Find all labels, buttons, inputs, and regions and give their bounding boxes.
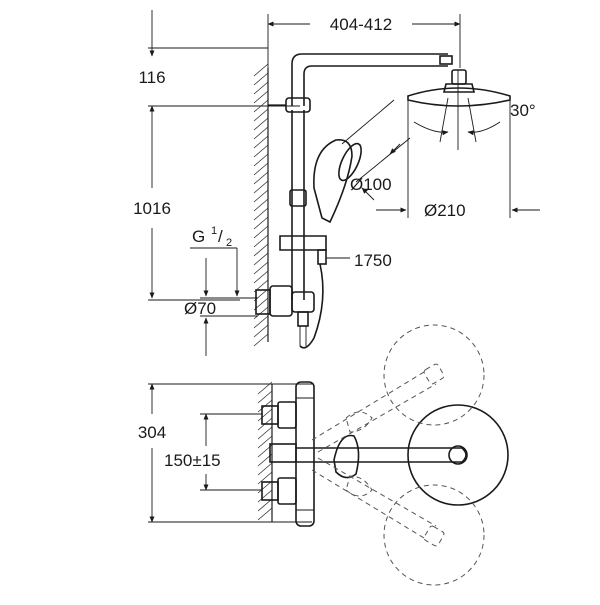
depth-dimension: 304 [138,383,312,523]
thermostat-mixer-plan [261,381,315,527]
wall-hatch-line [253,225,269,239]
wall-hatch-line [253,198,269,212]
head-shower: 30° [407,69,536,150]
inlet-diameter-dimension: Ø70 [184,258,258,356]
slider-clamp [289,189,307,207]
wall-elevation [253,63,269,347]
wall-hatch-line [253,261,269,275]
hand-shower-holder: 1750 [279,235,392,349]
wall-hatch-line [253,324,269,338]
wall-hatch-line [257,435,273,449]
hand-diameter-label: Ø100 [350,175,392,194]
thread-denominator: 2 [226,237,232,249]
width-dimension: 404-412 [267,14,461,68]
wall-hatch-line [257,426,273,440]
tilt-angle-label: 30° [510,101,536,120]
rail-top-bracket [285,97,311,113]
inlet-spacing-dimension: 150±15 [164,413,262,491]
shower-arm-plan [296,404,509,506]
wall-hatch-line [253,162,269,176]
inlet-diameter-label: Ø70 [184,299,216,318]
wall-hatch-line [253,270,269,284]
wall-hatch-line [253,126,269,140]
wall-hatch-line [257,471,273,485]
height-label: 1016 [133,199,171,218]
wall-hatch-line [253,63,269,77]
thread-slash: / [218,227,223,246]
rotation-positions [311,324,485,586]
wall-hatch-line [257,507,273,521]
depth-label: 304 [138,423,166,442]
wall-hatch-line [253,180,269,194]
wall-hatch-line [253,189,269,203]
head-shower-diameter-dimension: Ø210 [376,100,540,220]
thread-dimension: G 1 / 2 [190,225,240,297]
wall-hatch-line [253,171,269,185]
wall-hatch-line [257,381,273,395]
hand-shower: Ø100 [313,99,411,224]
wall-hatch-line [257,480,273,494]
wall-hatch-line [253,234,269,248]
wall-hatch-line [253,135,269,149]
head-shower-plan [407,404,509,506]
thermostat-mixer-elevation [255,285,315,346]
wall-hatch-line [253,252,269,266]
wall-hatch-line [253,153,269,167]
thread-g-label: G [192,227,205,246]
wall-hatch-line [253,207,269,221]
wall-hatch-line [257,390,273,404]
wall-hatch-line [253,108,269,122]
wall-hatch-line [257,462,273,476]
wall-hatch-line [257,408,273,422]
wall-hatch-line [253,117,269,131]
head-diameter-label: Ø210 [424,201,466,220]
wall-hatch-line [257,498,273,512]
hand-shower-plan [333,434,360,479]
wall-hatch-line [253,81,269,95]
width-range-label: 404-412 [330,15,392,34]
hose-length-label: 1750 [354,251,392,270]
wall-hatch-line [253,333,269,347]
wall-hatch-line [253,144,269,158]
wall-hatch-line [253,243,269,257]
wall-hatch-line [257,489,273,503]
wall-hatch-line [253,90,269,104]
inlet-spacing-label: 150±15 [164,451,221,470]
top-offset-label: 116 [138,68,165,87]
wall-hatch-line [253,216,269,230]
wall-hatch-line [253,306,269,320]
thread-numerator: 1 [211,225,217,237]
wall-hatch-line [253,72,269,86]
height-dimension: 116 1016 [133,10,300,301]
shower-rail [268,53,453,300]
wall-hatch-line [253,315,269,329]
